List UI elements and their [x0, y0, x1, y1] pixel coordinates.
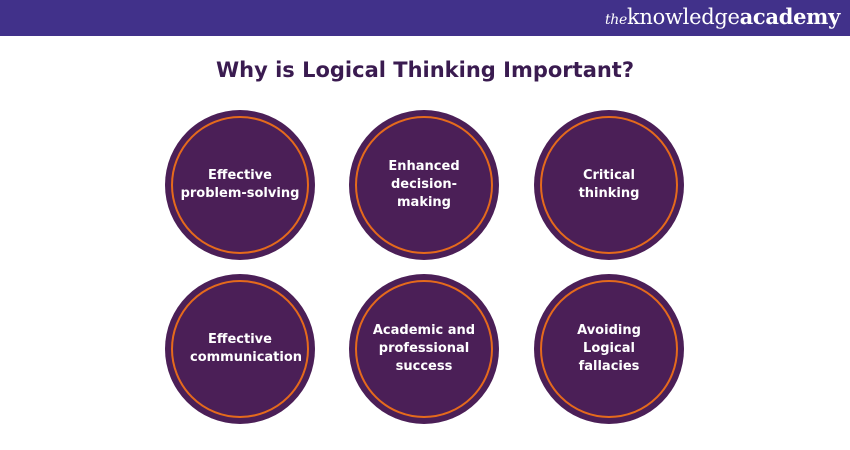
logo-name: knowledge	[626, 5, 740, 29]
benefit-label: Critical thinking	[578, 168, 640, 201]
header-bar: theknowledgeacademy	[0, 0, 850, 36]
benefit-circle: Academic and professional success	[349, 274, 499, 424]
benefit-circle: Effective problem-solving	[165, 110, 315, 260]
benefit-circle: Enhanced decision-making	[349, 110, 499, 260]
benefit-label: Academic and professional success	[372, 323, 476, 374]
benefit-circle: Avoiding Logical fallacies	[534, 274, 684, 424]
page-title: Why is Logical Thinking Important?	[215, 58, 635, 82]
benefit-label: Avoiding Logical fallacies	[577, 323, 641, 374]
benefit-label: Enhanced decision-making	[388, 159, 460, 210]
benefit-circle: Effective communication	[165, 274, 315, 424]
brand-logo: theknowledgeacademy	[605, 4, 840, 29]
logo-suffix: academy	[739, 4, 841, 29]
benefit-label: Effective problem-solving	[180, 168, 300, 201]
logo-prefix: the	[604, 12, 627, 28]
benefit-label: Effective communication	[190, 332, 303, 365]
benefit-circle: Critical thinking	[534, 110, 684, 260]
